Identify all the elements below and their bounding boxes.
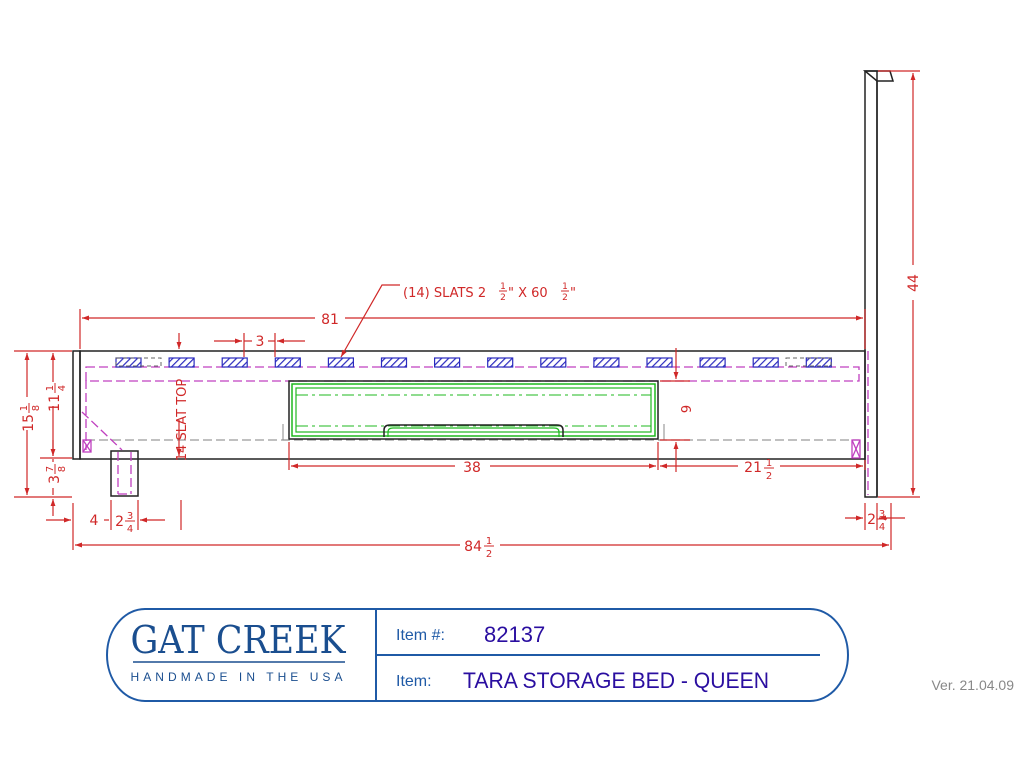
storage-drawer	[282, 380, 665, 441]
svg-text:3: 3	[47, 475, 63, 484]
svg-text:1: 1	[562, 282, 568, 292]
svg-text:2: 2	[486, 549, 492, 560]
dim-drawer-width: 38	[463, 460, 481, 476]
version-label: Ver. 21.04.09	[931, 677, 1014, 693]
dim-drawer-offset: 21 1 2	[744, 458, 774, 482]
slat-11	[646, 357, 673, 368]
dim-leg-height: 3 7 8	[45, 464, 68, 484]
slats-row	[115, 357, 832, 368]
svg-text:1: 1	[19, 405, 30, 411]
dim-rail-height: 11 1 4	[45, 383, 68, 412]
headboard-cap	[862, 70, 895, 82]
slat-3	[221, 357, 248, 368]
slat-top-note: 14 SLAT TOP	[175, 379, 190, 462]
svg-text:" X 60: " X 60	[508, 286, 548, 301]
dim-post-width: 2 3 4	[867, 509, 887, 533]
item-label: Item:	[396, 673, 432, 690]
bed-frame	[72, 70, 895, 498]
svg-text:11: 11	[47, 394, 63, 412]
svg-text:2: 2	[766, 471, 772, 482]
slat-end-markers	[115, 357, 832, 367]
dim-overall-top: 81	[321, 312, 339, 328]
dim-headboard-height: 44	[906, 274, 922, 292]
svg-text:84: 84	[464, 539, 482, 555]
slat-4	[274, 357, 301, 368]
item-number-value: 82137	[484, 622, 545, 647]
svg-text:2: 2	[562, 293, 568, 303]
svg-text:1: 1	[486, 536, 492, 547]
dim-drawer-depth: 6	[677, 405, 692, 413]
dimension-labels: 81 3 44 6 38 4 21 1 2 2 3 4 2 3 4 84	[19, 274, 922, 560]
item-number-label: Item #:	[396, 627, 445, 644]
svg-text:2: 2	[115, 514, 124, 530]
svg-text:4: 4	[57, 385, 68, 391]
headboard-post	[864, 70, 878, 498]
slat-9	[540, 357, 567, 368]
dim-slat-spacing: 3	[256, 334, 265, 350]
dim-side-height: 15 1 8	[19, 403, 42, 432]
svg-text:3: 3	[127, 511, 133, 522]
brand-logo-text: GAT CREEK	[131, 618, 347, 662]
dim-leg-width: 2 3 4	[115, 511, 135, 535]
svg-text:(14) SLATS 2: (14) SLATS 2	[403, 286, 486, 301]
svg-text:1: 1	[500, 282, 506, 292]
slat-13	[752, 357, 779, 368]
svg-text:4: 4	[879, 522, 885, 533]
svg-text:21: 21	[744, 460, 762, 476]
svg-text:1: 1	[766, 458, 772, 469]
svg-text:2: 2	[867, 512, 876, 528]
slat-support-ledger	[85, 366, 860, 382]
slats-note: (14) SLATS 2 1 2 " X 60 1 2 "	[403, 282, 576, 303]
brand-tagline: HANDMADE IN THE USA	[131, 670, 346, 684]
svg-text:2: 2	[500, 293, 506, 303]
slat-8	[487, 357, 514, 368]
dim-leg-inset: 4	[90, 513, 99, 529]
foot-leg	[110, 450, 139, 497]
drawer-handle-cutout	[383, 424, 564, 437]
slat-5	[327, 357, 354, 368]
item-value: TARA STORAGE BED - QUEEN	[463, 668, 769, 693]
title-block: GAT CREEK HANDMADE IN THE USA Item #: 82…	[106, 608, 849, 702]
dim-overall-length: 84 1 2	[464, 536, 494, 560]
svg-text:": "	[570, 286, 576, 301]
svg-text:3: 3	[879, 509, 885, 520]
svg-text:7: 7	[45, 466, 56, 472]
svg-text:4: 4	[127, 524, 133, 535]
footboard-post	[72, 350, 81, 460]
svg-text:8: 8	[57, 466, 68, 472]
slat-12	[699, 357, 726, 368]
svg-text:1: 1	[45, 385, 56, 391]
svg-text:8: 8	[31, 405, 42, 411]
slat-6	[380, 357, 408, 368]
svg-text:15: 15	[21, 414, 37, 432]
slat-2	[168, 357, 195, 368]
dimension-lines	[14, 70, 920, 550]
slat-7	[434, 357, 461, 368]
slat-10	[593, 357, 620, 368]
